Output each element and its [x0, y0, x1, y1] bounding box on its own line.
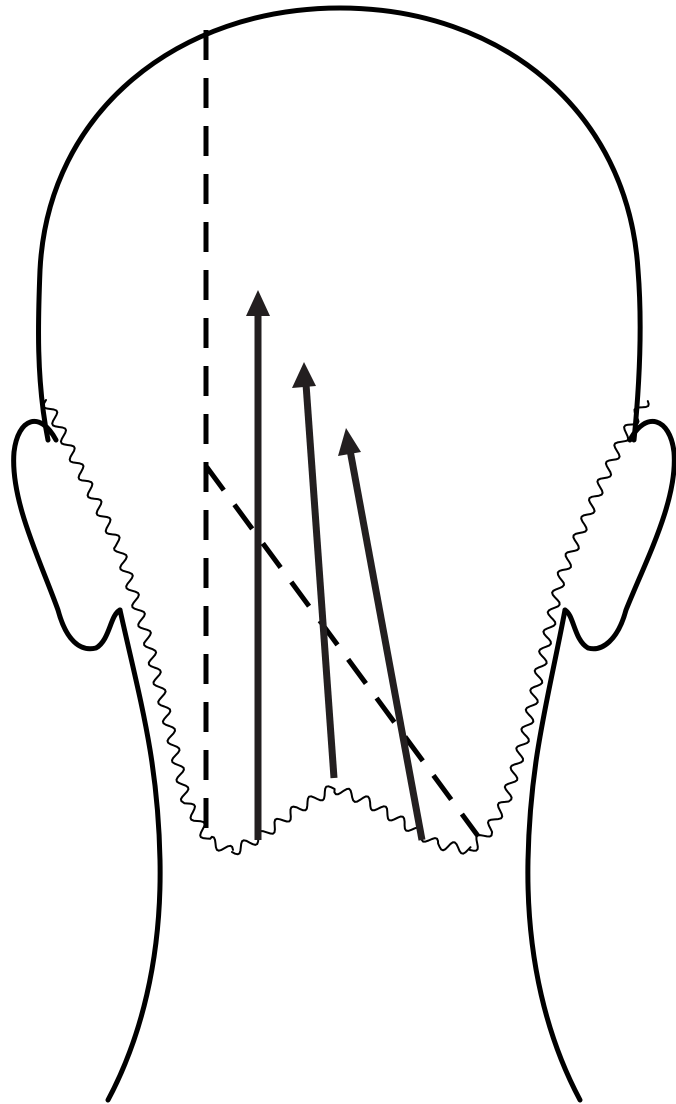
left-ear	[14, 421, 120, 648]
left-neck	[108, 610, 160, 1100]
right-neck	[528, 610, 580, 1100]
arrow-shaft	[350, 450, 422, 840]
arrow-head	[246, 290, 270, 316]
diagonal-guide-line	[206, 466, 478, 836]
arrow-head	[292, 362, 316, 388]
direction-arrow-3	[338, 428, 422, 840]
head-outline	[14, 8, 675, 1100]
direction-arrow-1	[246, 290, 270, 840]
hairline-bottom	[232, 786, 471, 854]
direction-arrow-2	[292, 362, 334, 778]
direction-arrows	[246, 290, 422, 840]
arrow-head	[338, 428, 361, 456]
arrow-shaft	[306, 384, 334, 778]
skull-outline	[38, 8, 640, 440]
